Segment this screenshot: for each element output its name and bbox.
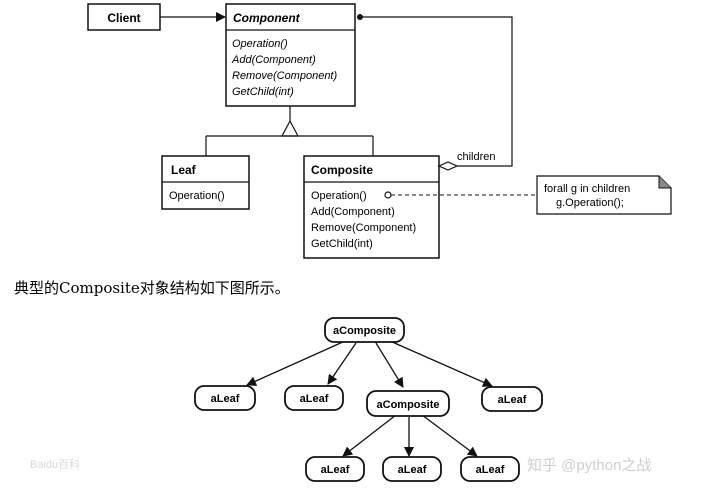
tree-node-root: aComposite [324,317,405,343]
node-label: aLeaf [476,464,505,476]
caption: 典型的Composite对象结构如下图所示。 [14,279,290,297]
tree-node: aLeaf [481,386,543,412]
tree-edge [327,342,357,385]
leaf-class: Leaf Operation() [161,155,250,210]
leaf-class-name: Leaf [171,163,197,177]
component-operation: GetChild(int) [232,86,294,98]
client-class: Client [87,3,161,31]
children-label: children [457,151,496,163]
baidu-watermark: Baidu百科 [30,457,80,471]
operation-note: forall g in children g.Operation(); [384,175,672,215]
node-label: aLeaf [211,393,240,405]
node-label: aLeaf [300,393,329,405]
tree-node: aLeaf [194,385,256,411]
tree-edge [246,340,346,386]
tree-node: aLeaf [382,456,442,482]
node-label: aLeaf [498,394,527,406]
node-label: aComposite [377,399,440,411]
composite-operation: Operation() [311,190,367,202]
component-class-name: Component [233,11,301,25]
component-operation: Add(Component) [231,54,316,66]
tree-node: aComposite [366,390,450,417]
tree-edge [421,414,478,457]
tree-node: aLeaf [460,456,520,482]
tree-edge [375,342,404,388]
note-line: g.Operation(); [556,197,624,209]
composite-operation: GetChild(int) [311,238,373,250]
client-class-name: Client [107,11,140,25]
tree-edge [342,414,397,457]
component-operation: Operation() [232,38,288,50]
component-operation: Remove(Component) [232,70,337,82]
tree-edge [389,340,493,387]
tree-node: aLeaf [305,456,365,482]
note-line: forall g in children [544,183,630,195]
composite-operation: Add(Component) [311,206,395,218]
composite-operation: Remove(Component) [311,222,416,234]
note-anchor [384,191,392,199]
tree-node: aLeaf [284,385,344,411]
composite-class-name: Composite [311,163,373,177]
composite-class: Composite Operation() Add(Component) Rem… [303,155,440,259]
zhihu-watermark: 知乎 @python之战 [527,457,651,474]
node-label: aLeaf [398,464,427,476]
multiplicity-dot [357,14,363,20]
aggregation-diamond [437,161,459,171]
inheritance-connector [205,106,374,156]
leaf-operation: Operation() [169,190,225,202]
node-label: aLeaf [321,464,350,476]
object-tree: aComposite aLeaf aLeaf aComposite aLeaf … [194,317,543,482]
children-aggregation: children [357,14,513,171]
node-label: aComposite [333,325,396,337]
component-class: Component Operation() Add(Component) Rem… [225,3,356,107]
